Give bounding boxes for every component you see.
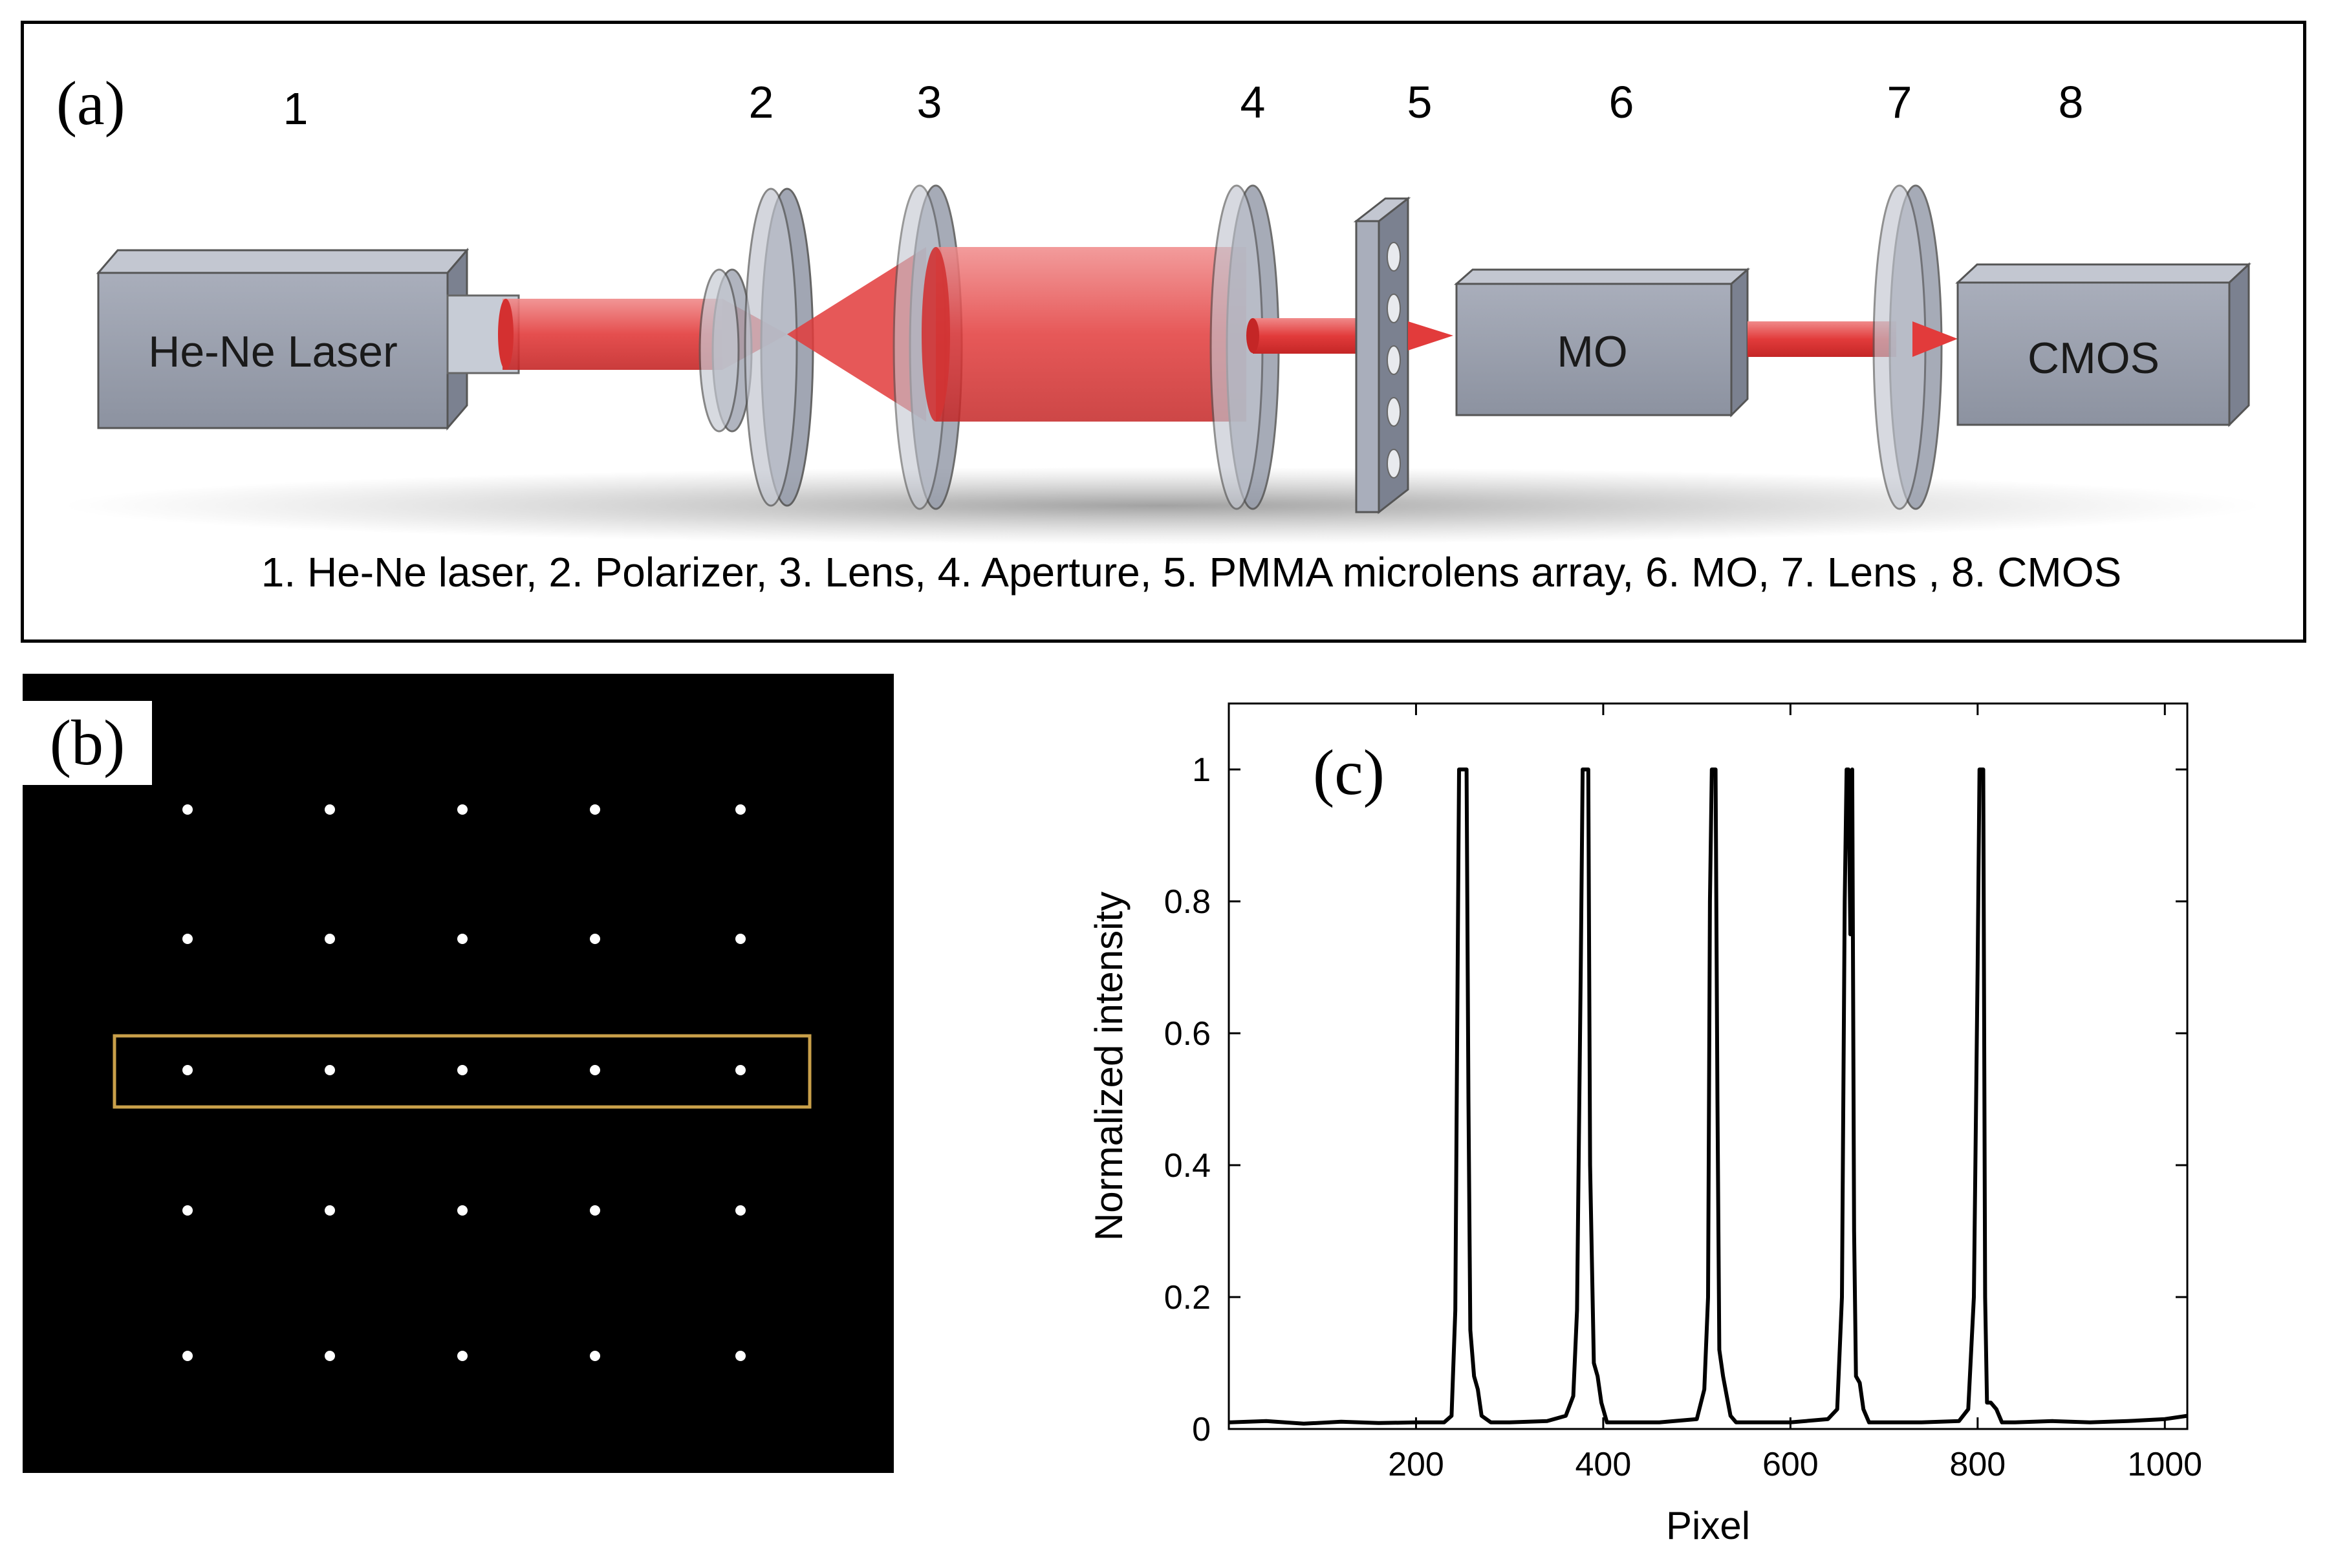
setup-diagram: (a) 1 2 3 4 5 6 7 8 He-Ne Laser (56, 69, 2262, 596)
focal-spot (735, 1351, 746, 1361)
component-number-8: 8 (2059, 77, 2084, 127)
focal-spot (182, 1351, 193, 1361)
y-axis-label: Normalized intensity (1087, 892, 1131, 1241)
setup-caption: 1. He-Ne laser, 2. Polarizer, 3. Lens, 4… (261, 549, 2121, 596)
y-tick-label: 0 (1192, 1411, 1211, 1448)
beam-segment-wide (936, 247, 1246, 422)
focal-spot (325, 804, 335, 815)
x-tick-label: 200 (1388, 1446, 1444, 1483)
cmos-label: CMOS (2028, 334, 2159, 383)
component-number-7: 7 (1887, 77, 1912, 127)
panel-c-label: (c) (1313, 736, 1385, 808)
focal-spot (325, 934, 335, 944)
he-ne-laser: He-Ne Laser (96, 247, 520, 431)
x-tick-label: 800 (1949, 1446, 2006, 1483)
x-axis-label: Pixel (1666, 1504, 1750, 1547)
x-tick-label: 400 (1575, 1446, 1632, 1483)
x-tick-label: 600 (1762, 1446, 1819, 1483)
focal-spot (182, 1065, 193, 1075)
focal-spot (325, 1205, 335, 1216)
focal-spot (590, 1205, 600, 1216)
plot-frame (1228, 702, 2189, 1430)
beam-segment-7 (1748, 321, 1896, 357)
spot-image-panel: (b) (23, 674, 894, 1473)
focal-spot (182, 934, 193, 944)
beam-cone-8 (1912, 321, 1958, 357)
component-number-3: 3 (917, 77, 942, 127)
small-lens (698, 268, 753, 433)
focal-spot (735, 1065, 746, 1075)
y-tick-label: 0.8 (1164, 883, 1211, 921)
focal-spot (735, 804, 746, 815)
focal-spot (457, 1065, 468, 1075)
beam-diverge-cone (787, 247, 926, 422)
y-tick-label: 0.4 (1164, 1147, 1211, 1185)
focal-spot (457, 1205, 468, 1216)
cmos-sensor: CMOS (1955, 262, 2251, 427)
y-tick-label: 1 (1192, 751, 1211, 789)
component-number-5: 5 (1407, 77, 1433, 127)
focal-spot (325, 1065, 335, 1075)
focal-spot (325, 1351, 335, 1361)
microscope-objective: MO (1454, 267, 1750, 418)
focal-spot (182, 1205, 193, 1216)
y-tick-label: 0.2 (1164, 1279, 1211, 1316)
focal-spot (182, 804, 193, 815)
setup-diagram-panel: (a) 1 2 3 4 5 6 7 8 He-Ne Laser (21, 21, 2306, 643)
focal-spot (590, 934, 600, 944)
focal-spot-image (113, 804, 812, 1361)
panel-b-label: (b) (23, 701, 152, 785)
beam-segment-1 (503, 299, 722, 370)
intensity-line (1228, 768, 2188, 1426)
focal-spot (457, 804, 468, 815)
focal-spot (457, 934, 468, 944)
component-number-1: 1 (283, 83, 308, 134)
focal-spot (590, 1351, 600, 1361)
table-shadow (63, 467, 2262, 544)
microlens-array (1353, 196, 1411, 515)
panel-a-label: (a) (56, 69, 125, 138)
highlighted-row-box (113, 1034, 812, 1109)
component-number-2: 2 (749, 77, 774, 127)
polarizer (744, 188, 814, 507)
x-tick-label: 1000 (2127, 1446, 2202, 1483)
focal-spot (457, 1351, 468, 1361)
laser-label: He-Ne Laser (148, 327, 398, 376)
focal-spot (590, 1065, 600, 1075)
beam-cone-5 (1408, 321, 1453, 350)
mo-label: MO (1557, 327, 1628, 376)
component-number-6: 6 (1609, 77, 1634, 127)
component-number-4: 4 (1240, 77, 1266, 127)
focal-spot (735, 934, 746, 944)
focal-spot (735, 1205, 746, 1216)
y-tick-label: 0.6 (1164, 1015, 1211, 1053)
focal-spot (590, 804, 600, 815)
